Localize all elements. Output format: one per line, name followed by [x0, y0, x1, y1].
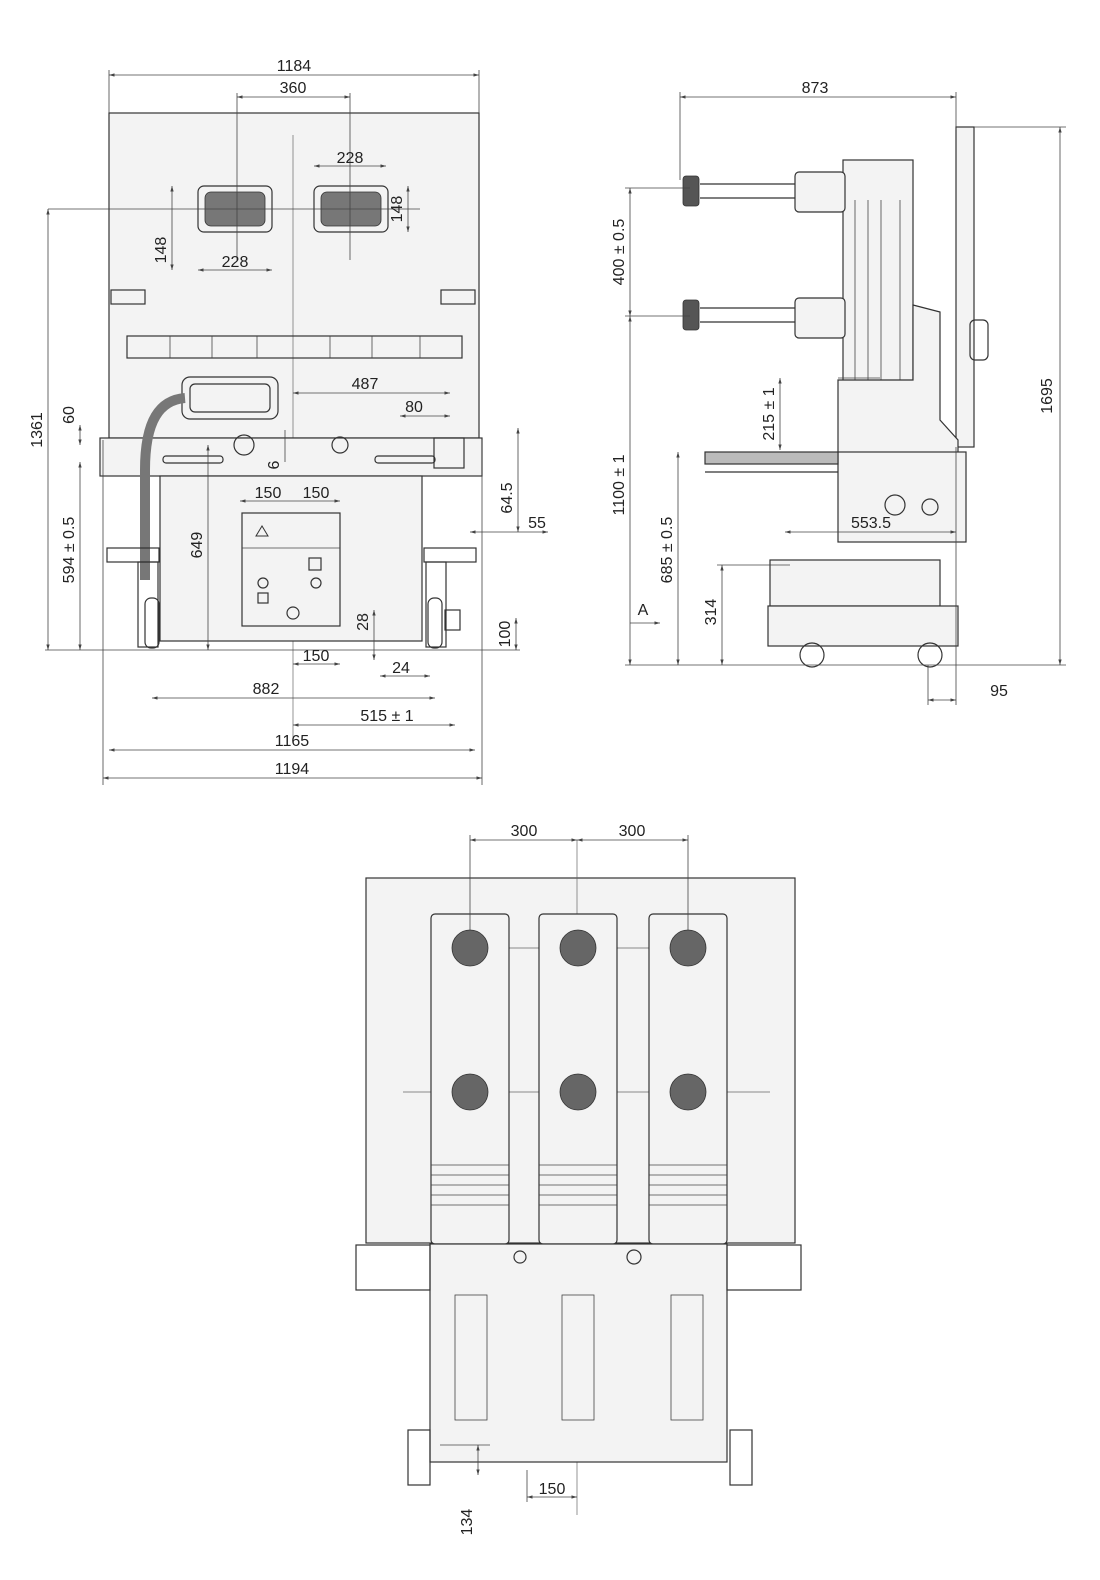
dim-228-left: 228 — [222, 254, 249, 271]
dim-1100: 1100 ± 1 — [611, 454, 628, 515]
dim-1361: 1361 — [29, 412, 46, 448]
dim-150-top-bottom: 150 — [539, 1481, 566, 1498]
dim-873: 873 — [802, 80, 829, 97]
front-view: 1184 360 228 228 148 148 487 80 60 6 150… — [29, 58, 548, 785]
dim-1695: 1695 — [1039, 378, 1056, 414]
dim-685: 685 ± 0.5 — [659, 517, 676, 584]
dim-553-5: 553.5 — [851, 515, 891, 532]
dim-400: 400 ± 0.5 — [611, 219, 628, 286]
dim-148-left: 148 — [153, 237, 170, 264]
front-lower-frame — [159, 475, 423, 642]
lower-contacts — [451, 1073, 707, 1111]
dim-228-right: 228 — [337, 150, 364, 167]
dim-28: 28 — [355, 613, 372, 631]
dim-215: 215 ± 1 — [761, 387, 778, 440]
dim-148-right: 148 — [389, 196, 406, 223]
dim-150-bottom: 150 — [303, 648, 330, 665]
dim-134: 134 — [459, 1509, 476, 1536]
dim-150-right: 150 — [303, 485, 330, 502]
front-control-panel — [241, 512, 341, 627]
dim-300-left: 300 — [511, 823, 538, 840]
side-view: 873 1695 400 ± 0.5 215 ± 1 1100 ± 1 553.… — [611, 80, 1066, 705]
top-view: 300 300 150 134 — [355, 823, 802, 1536]
dim-594: 594 ± 0.5 — [61, 517, 78, 584]
dim-1194: 1194 — [275, 761, 310, 778]
dim-55: 55 — [528, 515, 546, 532]
upper-contacts — [451, 929, 707, 967]
dim-300-right: 300 — [619, 823, 646, 840]
dim-6: 6 — [266, 460, 283, 469]
dim-150-left: 150 — [255, 485, 282, 502]
dim-1184: 1184 — [277, 58, 312, 75]
side-rear-panel — [955, 126, 975, 448]
dim-60: 60 — [61, 406, 78, 424]
view-label-a: A — [638, 602, 649, 619]
front-crossbar — [99, 437, 483, 477]
dim-649: 649 — [189, 532, 206, 559]
dim-882: 882 — [253, 681, 280, 698]
front-panel — [108, 112, 480, 439]
dim-487: 487 — [352, 376, 379, 393]
dim-95: 95 — [990, 683, 1008, 700]
dim-64-5: 64.5 — [499, 482, 516, 513]
top-truck-body — [429, 1243, 728, 1463]
dim-360: 360 — [280, 80, 307, 97]
dim-515: 515 ± 1 — [360, 708, 413, 725]
dim-314: 314 — [703, 599, 720, 626]
dim-24: 24 — [392, 660, 410, 677]
dim-1165: 1165 — [275, 733, 310, 750]
label-strip — [126, 335, 463, 359]
side-mechanism-box — [837, 451, 967, 543]
dim-100: 100 — [497, 621, 514, 648]
dim-80: 80 — [405, 399, 423, 416]
